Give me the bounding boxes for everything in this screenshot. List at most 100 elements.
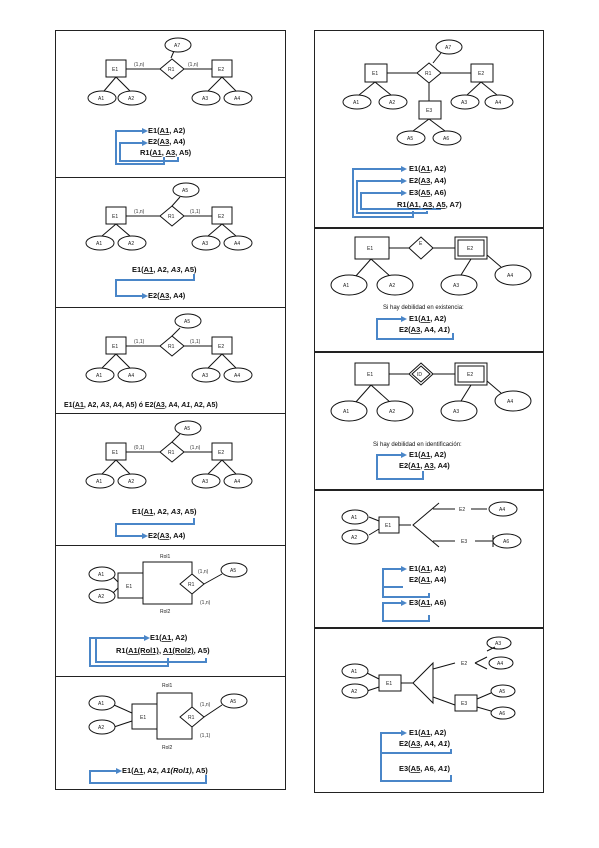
diagram-label: A7 [445, 45, 451, 51]
diagram-label: A1 [353, 100, 359, 106]
fk-arrow [376, 318, 454, 340]
connector-line [207, 223, 223, 237]
attribute-ellipse [191, 235, 221, 251]
diagram-label: (1,n) [190, 445, 201, 451]
diagram-label: A1 [98, 572, 104, 578]
connector [382, 587, 430, 598]
connector-line [221, 459, 237, 475]
schema-line: R1(A1(Rol1), A1(Rol2), A5) [116, 646, 210, 655]
diagram-label: E3 [461, 701, 467, 707]
diagram-label: A5 [407, 136, 413, 142]
diagram-label: (1,n) [198, 569, 209, 575]
attribute-ellipse [342, 94, 372, 110]
attribute-ellipse [191, 473, 221, 489]
connector-line [113, 720, 133, 728]
schema-text: , A4) [434, 461, 450, 470]
er-diagram-binary-1-n: E1 E2 R1 A5 (1,n) (1,1) A1 A2 A3 A4 E1(A… [85, 182, 253, 300]
attribute-ellipse [488, 656, 514, 670]
connector-line [366, 672, 380, 680]
schema-text: E2( [148, 531, 160, 540]
diagram-label: R1 [425, 71, 432, 77]
diagram-label: E2 [467, 246, 473, 252]
primary-key: A3 [160, 531, 170, 540]
panel-recursive-1-n: E1 R1 A5 Rol1 Rol2 (1,n) (1,1) A1 A2 E1(… [55, 676, 286, 790]
foreign-key: A3 [99, 402, 109, 409]
primary-key: A1 [421, 728, 431, 737]
attribute-ellipse [330, 274, 368, 296]
er-diagram-weak-existence: E1 E2 E A1 A2 A3 A4 Si hay debilidad en … [330, 236, 532, 340]
fk-arrow [352, 168, 414, 218]
attribute-a4 [223, 90, 253, 106]
schema-line: E3(A5, A6) [409, 188, 447, 197]
schema-line: R1(A1, A3, A5) [140, 148, 192, 157]
diagram-label: A4 [495, 100, 501, 106]
connector-line [113, 704, 133, 714]
connector-line [432, 52, 442, 64]
schema-text: , A2) [430, 564, 446, 573]
shape [401, 166, 407, 172]
attribute-ellipse [376, 274, 414, 296]
primary-key: A1 [421, 598, 431, 607]
attribute-ellipse [341, 509, 369, 525]
schema-text: ) [448, 764, 451, 773]
connector-line [460, 258, 472, 276]
attribute-ellipse [492, 533, 522, 549]
schema-text: , A6, [420, 764, 438, 773]
er-diagram-weak-identification: E1 E2 ID A1 A2 A3 A4 Si hay debilidad en… [330, 362, 532, 480]
fk-arrow [376, 454, 424, 480]
primary-key: A3 [156, 402, 165, 409]
attribute-ellipse [440, 400, 478, 422]
schema-line: R1(A1, A3, A5, A7) [397, 200, 462, 209]
connector-line [368, 516, 380, 522]
schema-text: E2( [399, 461, 411, 470]
diagram-label: E2 [459, 507, 465, 513]
schema-line: E1(A1, A2, A3, A4, A5) ó E2(A3, A4, A1, … [64, 402, 218, 409]
schema-text: , A2, [84, 402, 100, 409]
cardinality-left: (1,n) [134, 62, 145, 68]
primary-key: A1 [144, 507, 154, 516]
primary-key: A1 [421, 164, 431, 173]
schema-text: , A4, [165, 402, 181, 409]
panel-ternary: E1 E2 E3 R1 A7 A1 A2 A3 A4 A5 A6 E1(A1, … [314, 30, 544, 228]
diagram-label: A4 [234, 96, 240, 102]
entity-box [131, 703, 158, 730]
connector-line [221, 76, 237, 92]
connector-line [207, 76, 223, 92]
diagram-label: E2 [218, 214, 224, 220]
diagram-label: A4 [128, 373, 134, 379]
schema-text: , A2) [169, 126, 185, 135]
diagram-label: E2 [461, 661, 467, 667]
schema-text: , A5) [194, 646, 210, 655]
primary-key: A1 [421, 575, 431, 584]
connector-line [354, 258, 372, 278]
diagram-label: A1 [98, 701, 104, 707]
schema-line: E1(A1, A2) [409, 314, 447, 323]
primary-key: A1 [160, 126, 170, 135]
diagram-label: A3 [461, 100, 467, 106]
schema-line: E1(A1, A2, A3, A5) [132, 507, 197, 516]
schema-text: , A2) [430, 314, 446, 323]
panel-specialization-total: E1 E2 E3 A1 A2 A3 A4 A5 A6 E1(A1, A2) E2… [314, 628, 544, 793]
schema-text: , A2, [153, 265, 171, 274]
attribute-ellipse [88, 566, 116, 582]
attribute-ellipse [376, 400, 414, 422]
connector-line [115, 459, 131, 475]
er-diagram-ternary: E1 E2 E3 R1 A7 A1 A2 A3 A4 A5 A6 E1(A1, … [342, 39, 514, 218]
diagram-label: A3 [453, 283, 459, 289]
attribute-ellipse [484, 94, 514, 110]
attribute-ellipse [85, 473, 115, 489]
connector [156, 727, 193, 740]
connector-line [370, 384, 392, 404]
attribute-ellipse [174, 420, 202, 436]
schema-text: , [162, 148, 166, 157]
label-e1: E1 [112, 67, 118, 73]
diagram-label: E1 [112, 450, 118, 456]
diagram-label: (1,n) [200, 600, 211, 606]
connector-line [432, 696, 456, 706]
diagram-label: (0,1) [134, 445, 145, 451]
connector [142, 594, 193, 605]
schema-text: , [159, 646, 163, 655]
panel-binary-n-n: E1 E2 R1 A7 (1,n) (1,n) A1 A2 A3 A4 E1(A… [55, 30, 286, 178]
diagram-label: A5 [499, 689, 505, 695]
schema-text: E1( [122, 766, 134, 775]
